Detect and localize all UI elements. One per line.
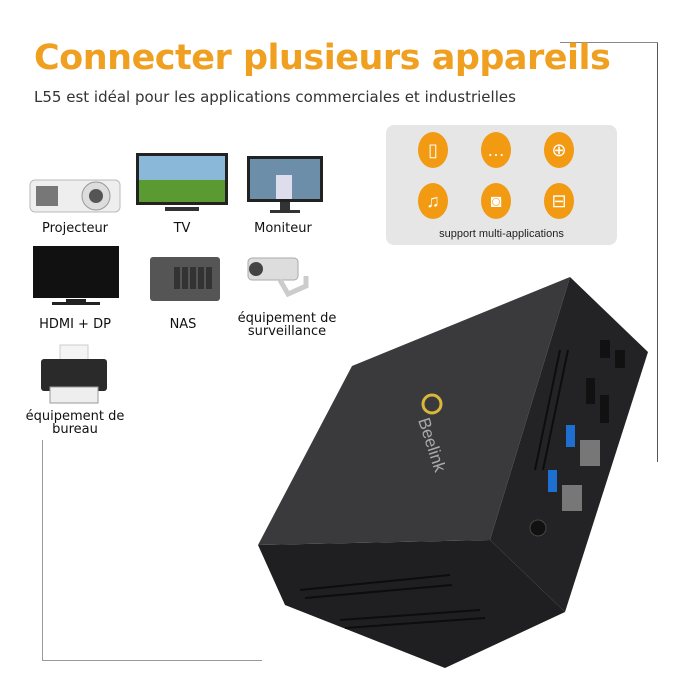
gamepad-icon: ⊕ (544, 132, 574, 168)
frame-line-left (42, 440, 43, 660)
chat-icon: … (481, 132, 511, 168)
cart-icon: ⊟ (544, 183, 574, 219)
page-title: Connecter plusieurs appareils (34, 38, 611, 78)
projector-icon (29, 179, 121, 213)
ports (529, 340, 625, 537)
music-icon: ♫ (418, 183, 448, 219)
device-label-tv: TV (173, 221, 191, 236)
device-label-hdmi-dp: HDMI + DP (39, 317, 111, 332)
page-subtitle: L55 est idéal pour les applications comm… (34, 88, 516, 106)
frame-line-top (560, 42, 658, 43)
frame-line-bottom (42, 660, 262, 661)
device-label-nas: NAS (169, 317, 197, 332)
phone-icon: ▯ (418, 132, 448, 168)
monitor-icon (247, 156, 323, 213)
camera-icon (247, 257, 309, 298)
device-label-office: équipement de bureau (25, 409, 125, 437)
mini-pc-top-face (258, 277, 570, 545)
apps-label: support multi-applications (439, 228, 564, 240)
beelink-logo-icon (421, 393, 443, 415)
vent-grille (299, 349, 569, 629)
tv-icon (136, 153, 228, 211)
nas-icon (150, 257, 220, 301)
display-icon (33, 246, 119, 305)
mini-pc-front-face (258, 540, 565, 668)
camera-icon: ◙ (481, 183, 511, 219)
printer-icon (41, 344, 107, 404)
frame-line-right (657, 42, 658, 462)
device-label-projector: Projecteur (41, 221, 109, 236)
multi-app-panel: ▯ … ⊕ ♫ ◙ ⊟ support multi-applications (386, 125, 617, 245)
device-label-monitor: Moniteur (254, 221, 312, 236)
device-label-surveillance: équipement de surveillance (237, 311, 337, 339)
